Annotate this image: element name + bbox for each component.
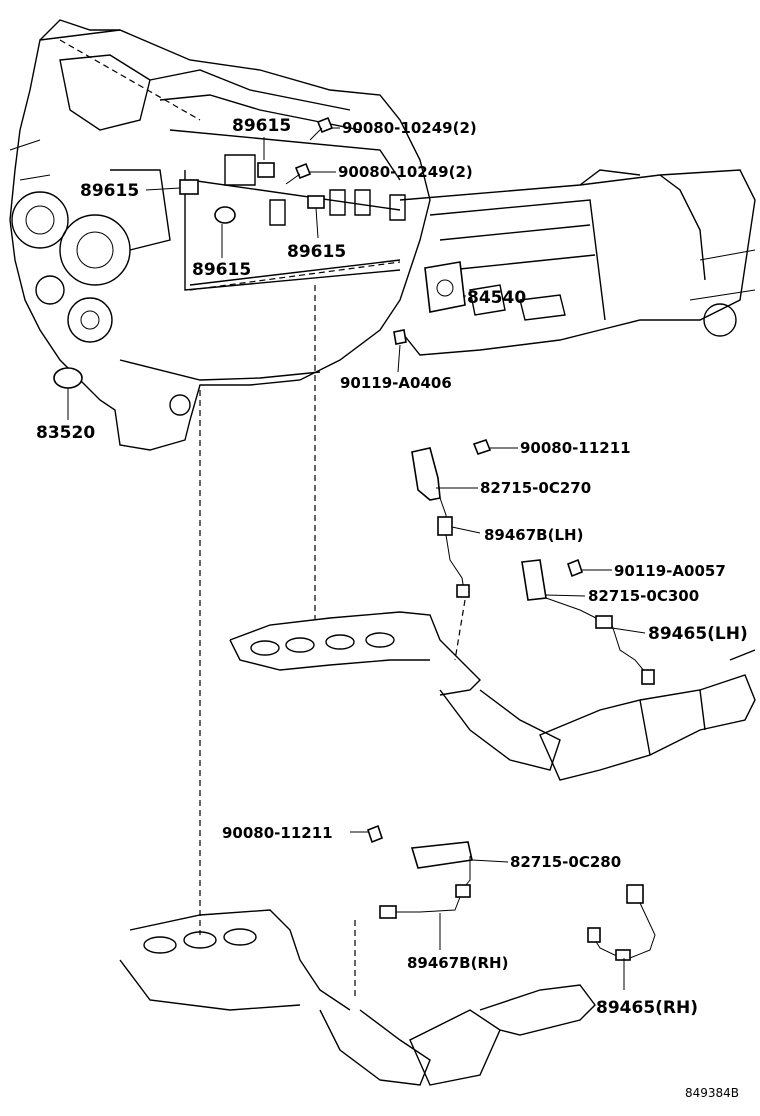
- leader-lines: [67, 127, 646, 990]
- guide-line: [454, 599, 466, 661]
- sensor-icon: [307, 195, 325, 209]
- part-label: 90080-11211: [222, 824, 333, 842]
- part-label: 89615: [192, 260, 251, 280]
- o2-sensor-lh-upper: [411, 447, 470, 598]
- transmission-drawing: [399, 169, 756, 356]
- exhaust-rh-drawing: [119, 909, 596, 1086]
- part-label: 89615: [232, 116, 291, 136]
- bolt-icon: [567, 558, 583, 578]
- bolt-icon: [285, 162, 312, 185]
- drawing-code: 849384B: [685, 1086, 739, 1100]
- exhaust-lh-drawing: [229, 611, 756, 781]
- part-label: 89467B(LH): [484, 526, 583, 544]
- part-label: 83520: [36, 423, 95, 443]
- part-label: 90119-A0057: [614, 562, 726, 580]
- bolt-icon: [393, 329, 407, 345]
- sensor-icon: [53, 367, 83, 389]
- part-label: 89465(LH): [648, 624, 748, 644]
- part-label: 82715-0C300: [588, 587, 699, 605]
- part-label: 82715-0C280: [510, 853, 621, 871]
- part-label: 89467B(RH): [407, 954, 508, 972]
- sensor-icon: [257, 162, 275, 178]
- o2-sensor-rh-upper: [379, 841, 473, 919]
- sensor-icon: [179, 179, 199, 195]
- part-label: 90080-11211: [520, 439, 631, 457]
- part-label: 89615: [80, 181, 139, 201]
- bolt-icon: [367, 824, 383, 844]
- part-label: 89615: [287, 242, 346, 262]
- part-label: 89465(RH): [596, 998, 698, 1018]
- o2-sensor-lh-lower: [521, 559, 655, 685]
- part-label: 90080-10249(2): [342, 119, 477, 137]
- bolt-icon: [472, 439, 492, 455]
- part-label: 90119-A0406: [340, 374, 452, 392]
- o2-sensor-rh-lower: [587, 884, 656, 961]
- part-label: 84540: [467, 288, 526, 308]
- part-label: 82715-0C270: [480, 479, 591, 497]
- engine-drawing: [9, 19, 431, 451]
- part-label: 90080-10249(2): [338, 163, 473, 181]
- sensor-icon: [214, 206, 236, 224]
